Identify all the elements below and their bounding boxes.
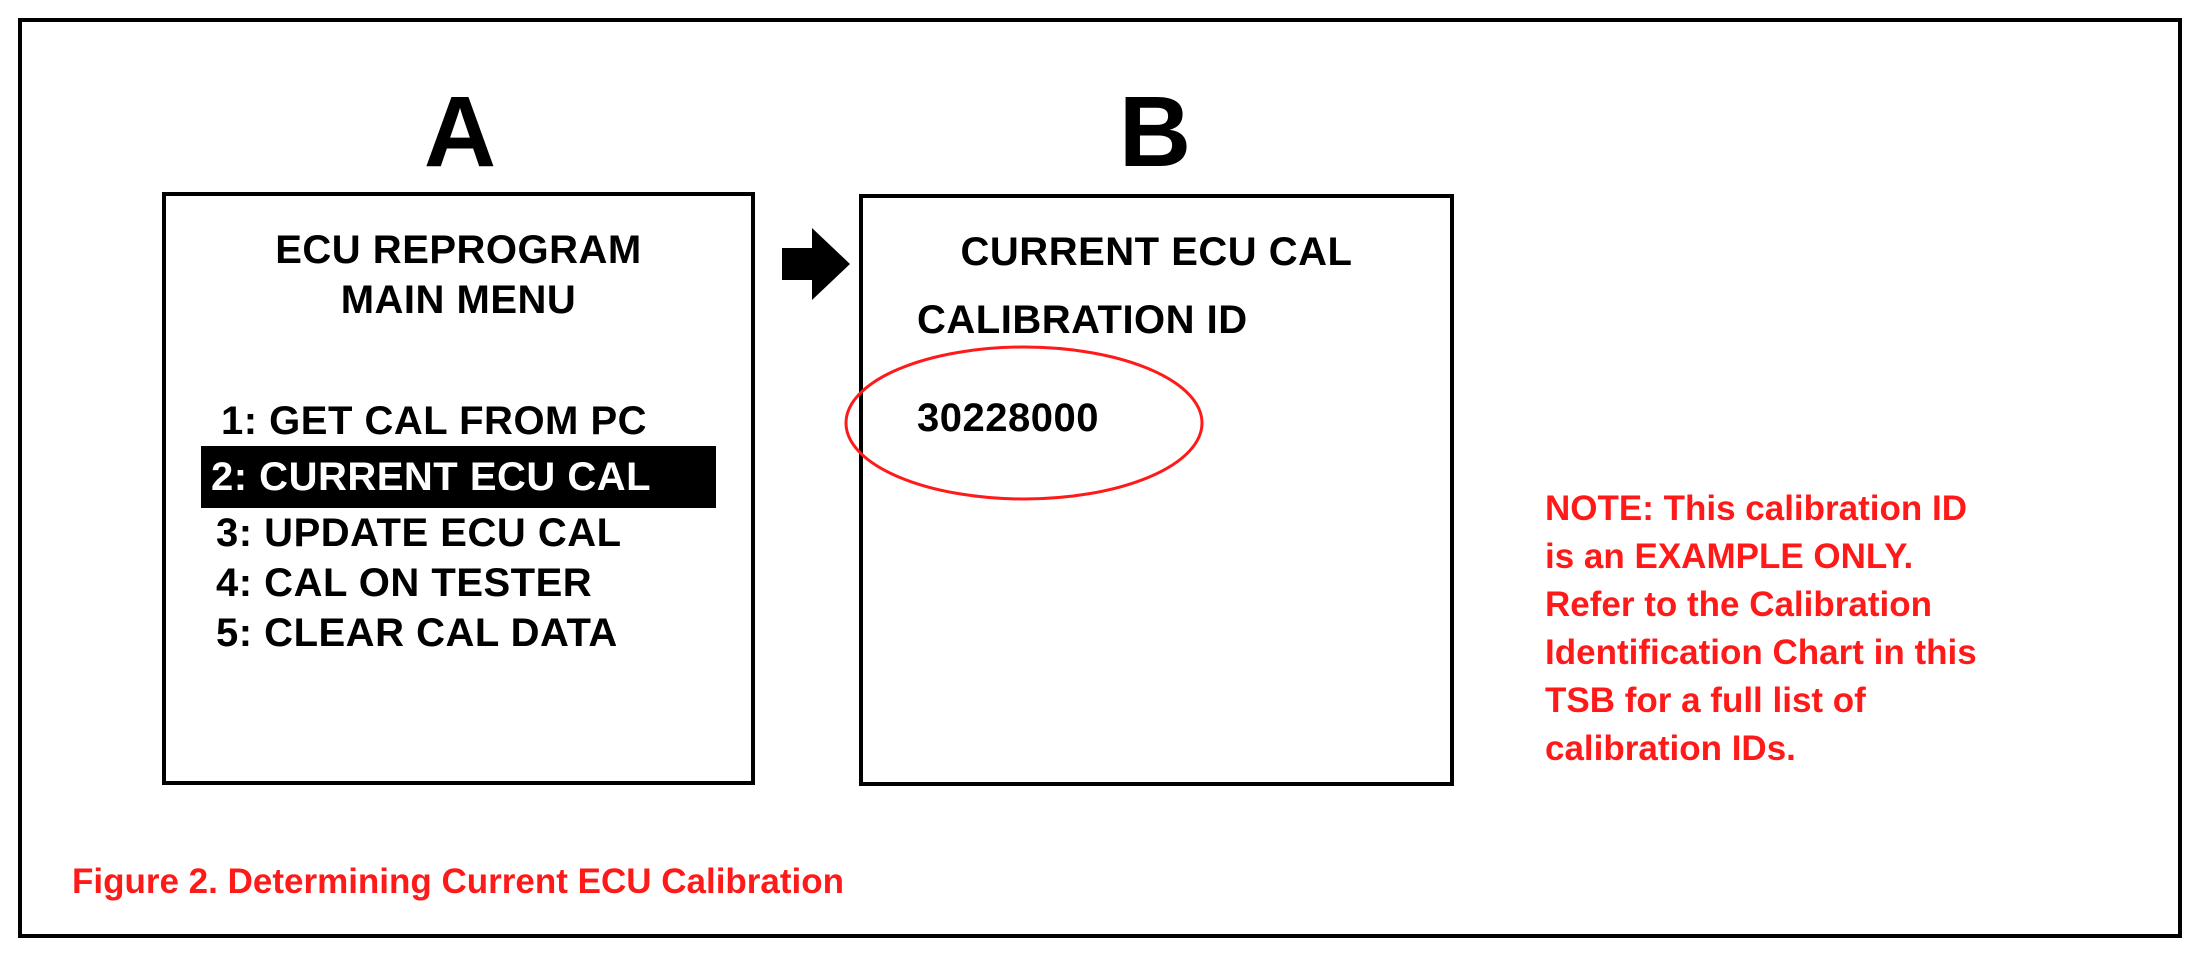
screen-current-ecu-cal: CURRENT ECU CAL CALIBRATION ID 30228000 — [859, 194, 1454, 786]
figure-frame — [18, 18, 2182, 938]
example-note: NOTE: This calibration ID is an EXAMPLE … — [1545, 485, 2105, 773]
panel-letter-a: A — [423, 76, 497, 188]
right-arrow-icon — [782, 228, 850, 300]
menu-item-cal-on-tester[interactable]: 4: CAL ON TESTER — [216, 561, 593, 605]
calibration-id-label: CALIBRATION ID — [917, 298, 1248, 342]
main-menu-list: 1: GET CAL FROM PC 2: CURRENT ECU CAL 3:… — [201, 396, 754, 658]
menu-item-update-ecu-cal[interactable]: 3: UPDATE ECU CAL — [216, 511, 622, 555]
menu-item-get-cal-from-pc[interactable]: 1: GET CAL FROM PC — [221, 399, 648, 443]
figure-caption: Figure 2. Determining Current ECU Calibr… — [72, 862, 845, 901]
screen-main-menu: ECU REPROGRAM MAIN MENU 1: GET CAL FROM … — [162, 192, 755, 785]
note-line: Refer to the Calibration — [1545, 585, 1932, 624]
note-line: TSB for a full list of — [1545, 681, 1866, 720]
panel-letter-b: B — [1118, 76, 1192, 188]
menu-item-current-ecu-cal[interactable]: 2: CURRENT ECU CAL — [201, 446, 716, 508]
highlight-ellipse — [844, 345, 1204, 501]
menu-title-line-2: MAIN MENU — [340, 278, 577, 322]
note-line: calibration IDs. — [1545, 729, 1796, 768]
calibration-id-value: 30228000 — [917, 396, 1099, 440]
note-line: Identification Chart in this — [1545, 633, 1977, 672]
menu-item-clear-cal-data[interactable]: 5: CLEAR CAL DATA — [216, 611, 618, 655]
screen-b-title: CURRENT ECU CAL — [960, 230, 1353, 274]
note-line: NOTE: This calibration ID — [1545, 489, 1967, 528]
menu-title-line-1: ECU REPROGRAM — [275, 228, 642, 272]
note-line: is an EXAMPLE ONLY. — [1545, 537, 1914, 576]
